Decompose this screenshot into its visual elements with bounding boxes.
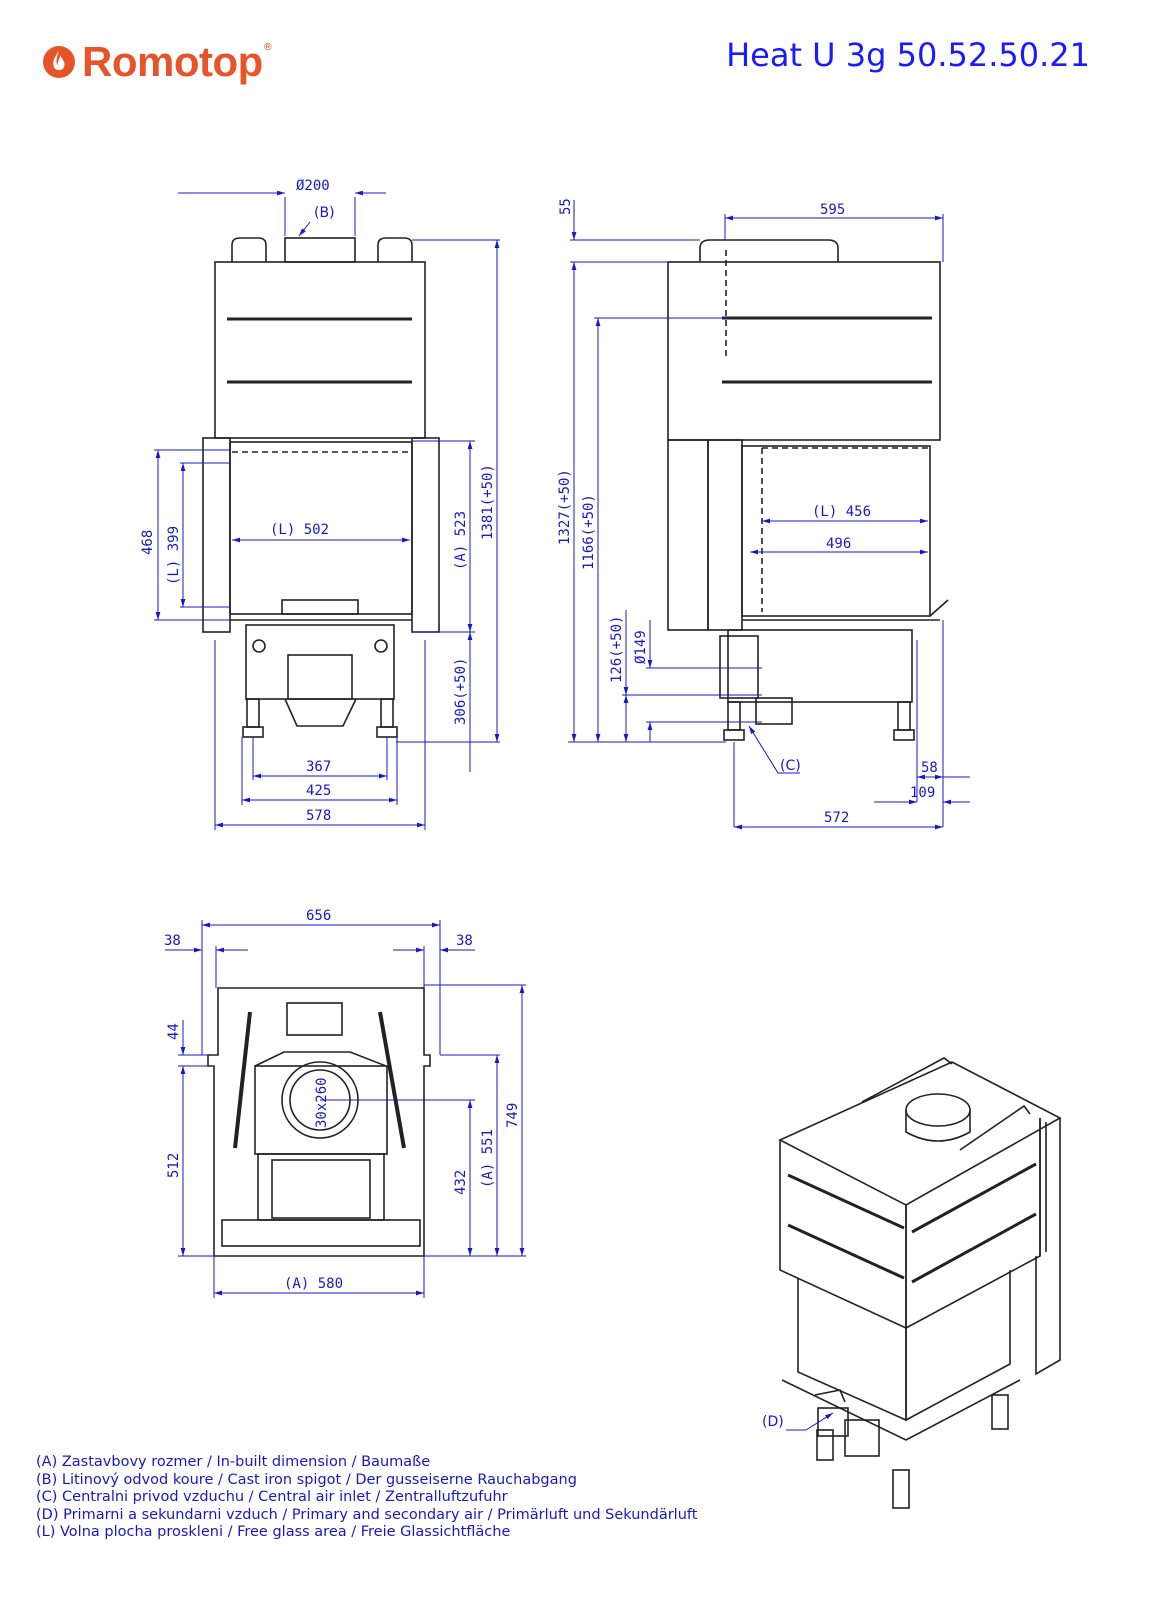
legend-item-b: (B) Litinový odvod koure / Cast iron spi…: [36, 1471, 577, 1488]
side-view: [667, 239, 949, 741]
side-inner-depth-label: 496: [826, 536, 851, 552]
front-glass-height-total-label: 468: [140, 530, 156, 555]
side-glass-depth-label: (L) 456: [812, 504, 871, 520]
front-flue-diameter-label: Ø200: [296, 178, 330, 194]
top-inbuilt-width-label: (A) 580: [284, 1276, 343, 1292]
top-depth-512-label: 512: [166, 1153, 182, 1178]
model-title: Heat U 3g 50.52.50.21: [726, 36, 1090, 74]
side-top-offset-label: 55: [558, 198, 574, 215]
iso-marker-d: (D): [762, 1414, 784, 1430]
side-depth-label: 595: [820, 202, 845, 218]
front-base-height-label: 306(+50): [453, 658, 469, 725]
top-depth-total-label: 749: [505, 1103, 521, 1128]
front-view: [202, 237, 440, 738]
front-total-width-label: 578: [306, 808, 331, 824]
top-spigot-label: 30x260: [314, 1077, 330, 1128]
top-left-margin-label: 38: [164, 933, 181, 949]
top-right-margin-label: 38: [456, 933, 473, 949]
isometric-view: [778, 1057, 1062, 1509]
legend-item-l: (L) Volna plocha proskleni / Free glass …: [36, 1524, 511, 1540]
top-dimension-labels: 656 38 38 44 30x260 512 432 (A) 551 749 …: [164, 908, 521, 1292]
top-depth-432-label: 432: [453, 1170, 469, 1195]
front-foot-span-outer-label: 425: [306, 783, 331, 799]
side-dimensions: [568, 200, 970, 830]
front-total-height-label: 1381(+50): [480, 464, 496, 540]
brand-name: Romotop: [82, 38, 263, 85]
flame-logo-icon: [43, 46, 75, 78]
side-air-inlet-height-label: 126(+50): [609, 616, 625, 683]
marker-c-label: (C): [780, 758, 801, 774]
side-rear-offset-small-label: 58: [921, 760, 938, 776]
side-height-chamber-label: 1166(+50): [581, 494, 597, 570]
front-dimensions: [154, 190, 500, 830]
brand-logo: Romotop ®: [42, 38, 273, 86]
marker-d-label: (D): [762, 1414, 784, 1430]
marker-b-label: (B): [314, 205, 335, 221]
side-air-inlet-diameter-label: Ø149: [633, 630, 649, 664]
legend-item-d: (D) Primarni a sekundarni vzduch / Prima…: [36, 1506, 698, 1523]
front-foot-span-inner-label: 367: [306, 759, 331, 775]
side-height-total-label: 1327(+50): [557, 469, 573, 545]
front-glass-width-label: (L) 502: [270, 522, 329, 538]
legend-item-c: (C) Centralni privod vzduchu / Central a…: [36, 1489, 508, 1505]
side-base-depth-label: 572: [824, 810, 849, 826]
side-marker-c: (C): [780, 758, 801, 774]
top-dimensions: [165, 920, 526, 1298]
side-rear-offset-large-label: 109: [910, 785, 935, 801]
legend: (A) Zastavbovy rozmer / In-built dimensi…: [36, 1454, 697, 1542]
front-glass-height-label: (L) 399: [166, 526, 182, 585]
top-depth-inbuilt-label: (A) 551: [480, 1129, 496, 1188]
iso-leader: [786, 1412, 834, 1431]
front-dimension-labels: Ø200 (L) 502 468 (L) 399 (A) 523 1381(+5…: [140, 178, 496, 824]
front-marker-b: (B): [314, 205, 335, 221]
side-dimension-labels: 595 55 1327(+50) 1166(+50) (L) 456 496 1…: [557, 198, 938, 826]
registered-mark: ®: [262, 42, 273, 53]
top-front-offset-label: 44: [166, 1023, 182, 1040]
legend-item-a: (A) Zastavbovy rozmer / In-built dimensi…: [36, 1454, 431, 1470]
front-inbuilt-height-label: (A) 523: [453, 511, 469, 570]
top-overall-width-label: 656: [306, 908, 331, 924]
